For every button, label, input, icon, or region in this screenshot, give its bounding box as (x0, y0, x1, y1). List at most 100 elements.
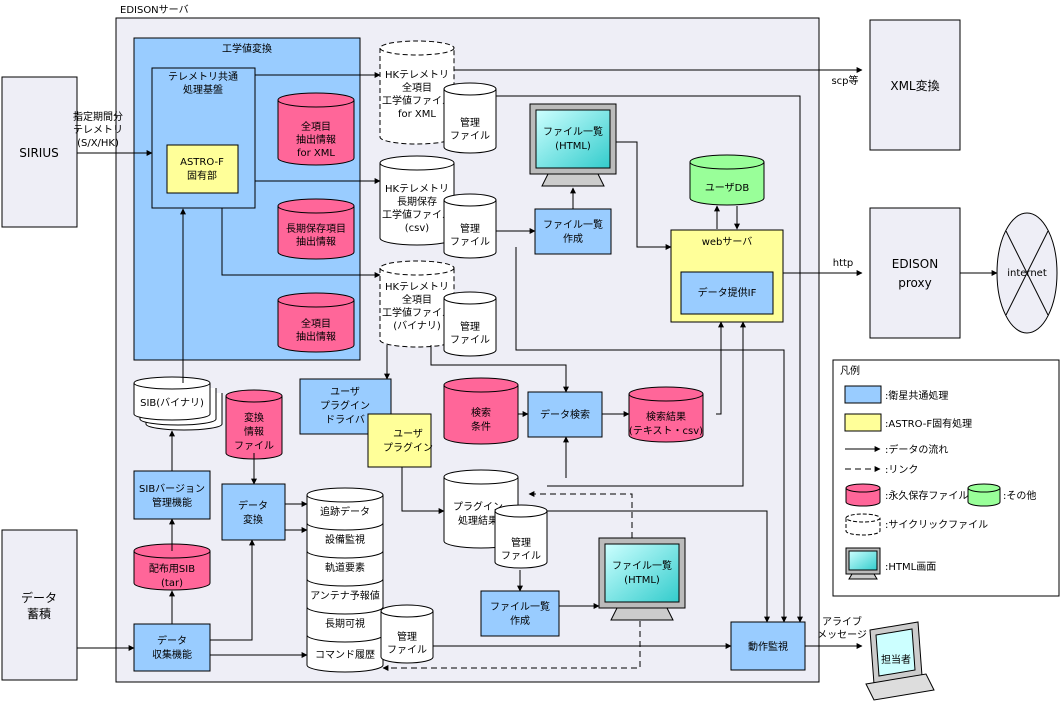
svg-text:ユーザ: ユーザ (393, 428, 423, 440)
input-label-3: (S/X/HK) (77, 138, 119, 149)
sirius-box (1, 76, 78, 228)
svg-text:ファイル: ファイル (501, 551, 541, 562)
legend-green-cylinder (967, 483, 1001, 507)
svg-text::サイクリックファイル: :サイクリックファイル (885, 519, 988, 531)
svg-text:管理: 管理 (397, 630, 417, 643)
svg-text::データの流れ: :データの流れ (885, 443, 948, 456)
legend-swatch-yellow (844, 413, 882, 432)
svg-text:抽出情報: 抽出情報 (296, 235, 336, 248)
hk-cylinder-3: HKテレメトリ 全項目 工学値ファイル (バイナリ) (379, 260, 455, 348)
svg-text:ファイル: ファイル (234, 441, 274, 452)
user-plugin (367, 413, 432, 468)
legend-monitor-icon (845, 547, 881, 580)
alive-label-2: メッセージ (817, 629, 867, 641)
sirius-label: SIRIUS (19, 146, 58, 160)
svg-text:SIB(バイナリ): SIB(バイナリ) (140, 397, 204, 409)
stack-cylinders: 追跡データ 設備監視 軌道要素 アンテナ予報値 長期可視 コマンド履歴 (306, 487, 384, 673)
svg-text:収集機能: 収集機能 (152, 648, 192, 661)
astro-f-box (166, 144, 239, 194)
svg-text:(csv): (csv) (405, 223, 430, 234)
svg-text:ユーザ: ユーザ (330, 386, 360, 398)
alive-label-1: アライブ (822, 615, 862, 628)
user-db: ユーザDB (689, 154, 765, 206)
svg-text:ファイル: ファイル (450, 237, 490, 248)
server-title: EDISONサーバ (120, 4, 189, 16)
svg-text:プラグイン: プラグイン (383, 441, 433, 454)
svg-text:抽出情報: 抽出情報 (296, 330, 336, 343)
svg-text:プラグイン: プラグイン (320, 399, 370, 412)
tlm-common-line1: テレメトリ共通 (168, 71, 238, 83)
svg-text:ファイル: ファイル (387, 645, 427, 656)
svg-text:長期保存: 長期保存 (397, 195, 437, 208)
svg-text:プラグイン: プラグイン (453, 500, 503, 513)
svg-text:ユーザDB: ユーザDB (705, 182, 750, 194)
svg-text:(HTML): (HTML) (624, 575, 660, 586)
svg-text:配布用SIB: 配布用SIB (149, 563, 195, 575)
data-store-line1: データ (21, 590, 57, 605)
svg-text::HTML画面: :HTML画面 (885, 562, 936, 573)
data-store-line2: 蓄積 (27, 606, 51, 621)
svg-text:ファイル一覧: ファイル一覧 (543, 219, 603, 231)
svg-text:(テキスト・csv): (テキスト・csv) (629, 426, 703, 437)
sib-binary: SIB(バイナリ) (133, 376, 223, 431)
kanri-file-3: 管理 ファイル (443, 291, 497, 357)
svg-text:管理: 管理 (460, 320, 480, 333)
kanri-file-4: 管理 ファイル (494, 504, 548, 569)
legend-swatch-blue (844, 385, 882, 404)
file-list-make-1 (534, 208, 612, 255)
http-label: http (833, 258, 854, 269)
svg-text:工学値ファイル: 工学値ファイル (382, 208, 452, 221)
svg-text:SIBバージョン: SIBバージョン (139, 483, 205, 495)
svg-text:データ検索: データ検索 (540, 408, 590, 421)
stack-item-4: アンテナ予報値 (310, 589, 380, 602)
legend-title: 凡例 (840, 364, 860, 377)
svg-text:変換: 変換 (244, 411, 264, 424)
svg-text:担当者: 担当者 (881, 653, 911, 666)
stack-item-1: 追跡データ (320, 505, 370, 518)
svg-text:ドライバ: ドライバ (325, 414, 365, 426)
svg-text::その他: :その他 (1003, 489, 1036, 502)
pink-cylinder-1: 全項目 抽出情報 for XML (277, 92, 355, 166)
svg-text:検索結果: 検索結果 (646, 410, 686, 423)
svg-text:(tar): (tar) (161, 578, 183, 589)
svg-text:for XML: for XML (297, 148, 335, 159)
tantousha-terminal-icon: 担当者 (865, 621, 935, 701)
svg-text:データ提供IF: データ提供IF (698, 286, 757, 299)
svg-text:internet: internet (1007, 268, 1047, 279)
link-arrows (382, 491, 641, 671)
astro-f-line2: 固有部 (187, 169, 217, 182)
svg-text::ASTRO-F固有処理: :ASTRO-F固有処理 (885, 417, 972, 430)
svg-text:管理: 管理 (460, 116, 480, 129)
kanri-file-2: 管理 ファイル (443, 193, 497, 259)
svg-text:工学値ファイル: 工学値ファイル (382, 94, 452, 107)
xml-henkan-label: XML変換 (890, 78, 939, 93)
svg-text:webサーバ: webサーバ (702, 236, 753, 248)
kougaku-label: 工学値変換 (222, 42, 272, 55)
hk-cylinder-1: HKテレメトリ 全項目 工学値ファイル for XML (379, 40, 455, 145)
conv-info-file: 変換 情報 ファイル (225, 389, 283, 460)
svg-text:全項目: 全項目 (402, 81, 432, 94)
svg-text:管理機能: 管理機能 (152, 496, 192, 509)
svg-text:for XML: for XML (398, 109, 436, 120)
dist-sib: 配布用SIB (tar) (133, 543, 211, 591)
svg-text:作成: 作成 (563, 233, 583, 245)
flow-arrows (77, 67, 863, 658)
data-conv-box (221, 483, 286, 541)
edison-proxy-box (869, 207, 961, 339)
kanri-file-1: 管理 ファイル (443, 82, 497, 154)
svg-text:検索: 検索 (471, 406, 491, 419)
html-monitor-2: ファイル一覧 (HTML) (598, 537, 686, 621)
legend-pink-cylinder (845, 483, 881, 507)
xml-henkan-box (869, 19, 961, 151)
svg-text:動作監視: 動作監視 (748, 640, 788, 653)
svg-text::衛星共通処理: :衛星共通処理 (885, 389, 948, 402)
svg-text:工学値ファイル: 工学値ファイル (382, 306, 452, 319)
data-collect-box (133, 623, 211, 672)
svg-text:ファイル一覧: ファイル一覧 (543, 126, 603, 138)
svg-text:抽出情報: 抽出情報 (296, 133, 336, 146)
search-result: 検索結果 (テキスト・csv) (628, 386, 704, 443)
astro-f-line1: ASTRO-F (180, 157, 224, 168)
svg-text:ファイル一覧: ファイル一覧 (612, 560, 672, 572)
hk-cylinder-2: HKテレメトリ 長期保存 工学値ファイル (csv) (379, 155, 455, 246)
